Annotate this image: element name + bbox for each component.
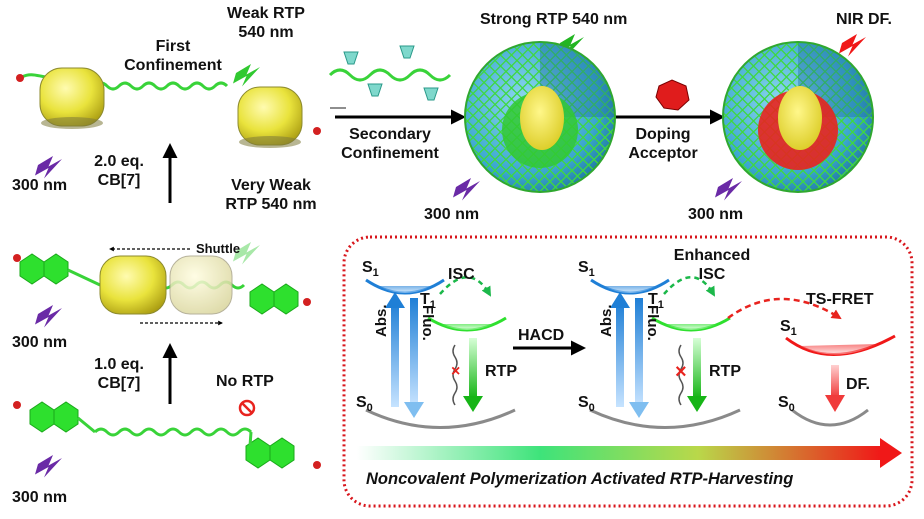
df-label: DF. [846, 376, 870, 393]
footer-caption: Noncovalent Polymerization Activated RTP… [366, 470, 794, 488]
hacd-label: HACD [518, 327, 565, 344]
ts-fret-label: TS-FRET [806, 291, 874, 308]
fluo-label: Fluo. [644, 305, 661, 341]
polymer-chain [328, 45, 452, 109]
wavelength-label: 300 nm [424, 206, 480, 223]
acceptor-molecule [655, 79, 690, 111]
s1-label: S1 [362, 259, 379, 280]
prohibited-icon [238, 399, 256, 417]
secondary-confinement-label: Secondary Confinement [341, 126, 439, 162]
energy-diagram-2: × [589, 276, 842, 429]
nir-df-label: NIR DF. [836, 11, 892, 28]
isc-label: ISC [448, 266, 475, 283]
abs-label: Abs. [373, 304, 390, 337]
rotaxane-two-rings [16, 67, 321, 148]
uv-bolt-icon [35, 305, 62, 328]
t1-label: T1 [420, 291, 436, 312]
rtp-label: RTP [485, 363, 517, 380]
nanoparticle-nir [722, 41, 874, 193]
axle-molecule [13, 401, 321, 469]
wavelength-label: 300 nm [12, 177, 68, 194]
eq2-label: 2.0 eq. CB[7] [94, 153, 144, 189]
rtp-bolt-icon [233, 64, 260, 87]
s0-label: S0 [356, 394, 373, 415]
nanoparticle-strong-rtp [464, 41, 616, 193]
svg-text:×: × [451, 363, 460, 380]
rtp-label: RTP [709, 363, 741, 380]
energy-diagram-3 [785, 334, 896, 427]
fluo-label: Fluo. [419, 305, 436, 341]
t1-label: T1 [648, 291, 664, 312]
jablonski-panel-border [342, 235, 914, 508]
wavelength-label: 300 nm [688, 206, 744, 223]
eq1-label: 1.0 eq. CB[7] [94, 356, 144, 392]
first-confinement-label: First Confinement [124, 38, 222, 74]
very-weak-rtp-label: Very Weak RTP 540 nm [225, 177, 317, 213]
svg-text:×: × [675, 361, 687, 383]
s1-label: S1 [780, 318, 797, 339]
uv-bolt-icon [35, 455, 62, 478]
shuttle-label: Shuttle [196, 241, 241, 256]
weak-rtp-label: Weak RTP 540 nm [227, 5, 305, 41]
nir-bolt-icon [839, 34, 866, 57]
doping-acceptor-label: Doping Acceptor [628, 126, 698, 162]
abs-label: Abs. [598, 304, 615, 337]
s0-label: S0 [778, 394, 795, 415]
gradient-bar [357, 446, 881, 460]
s0-label: S0 [578, 394, 595, 415]
uv-bolt-icon [453, 178, 480, 201]
enhanced-isc-label: Enhanced ISC [673, 247, 751, 283]
strong-rtp-label: Strong RTP 540 nm [480, 11, 628, 28]
energy-diagram-1: × [365, 276, 516, 429]
wavelength-label: 300 nm [12, 334, 68, 351]
s1-label: S1 [578, 259, 595, 280]
no-rtp-label: No RTP [216, 373, 274, 390]
wavelength-label: 300 nm [12, 489, 68, 506]
uv-bolt-icon [715, 178, 742, 201]
gradient-bar-arrow [880, 438, 902, 468]
rotaxane-shuttle [13, 246, 311, 326]
